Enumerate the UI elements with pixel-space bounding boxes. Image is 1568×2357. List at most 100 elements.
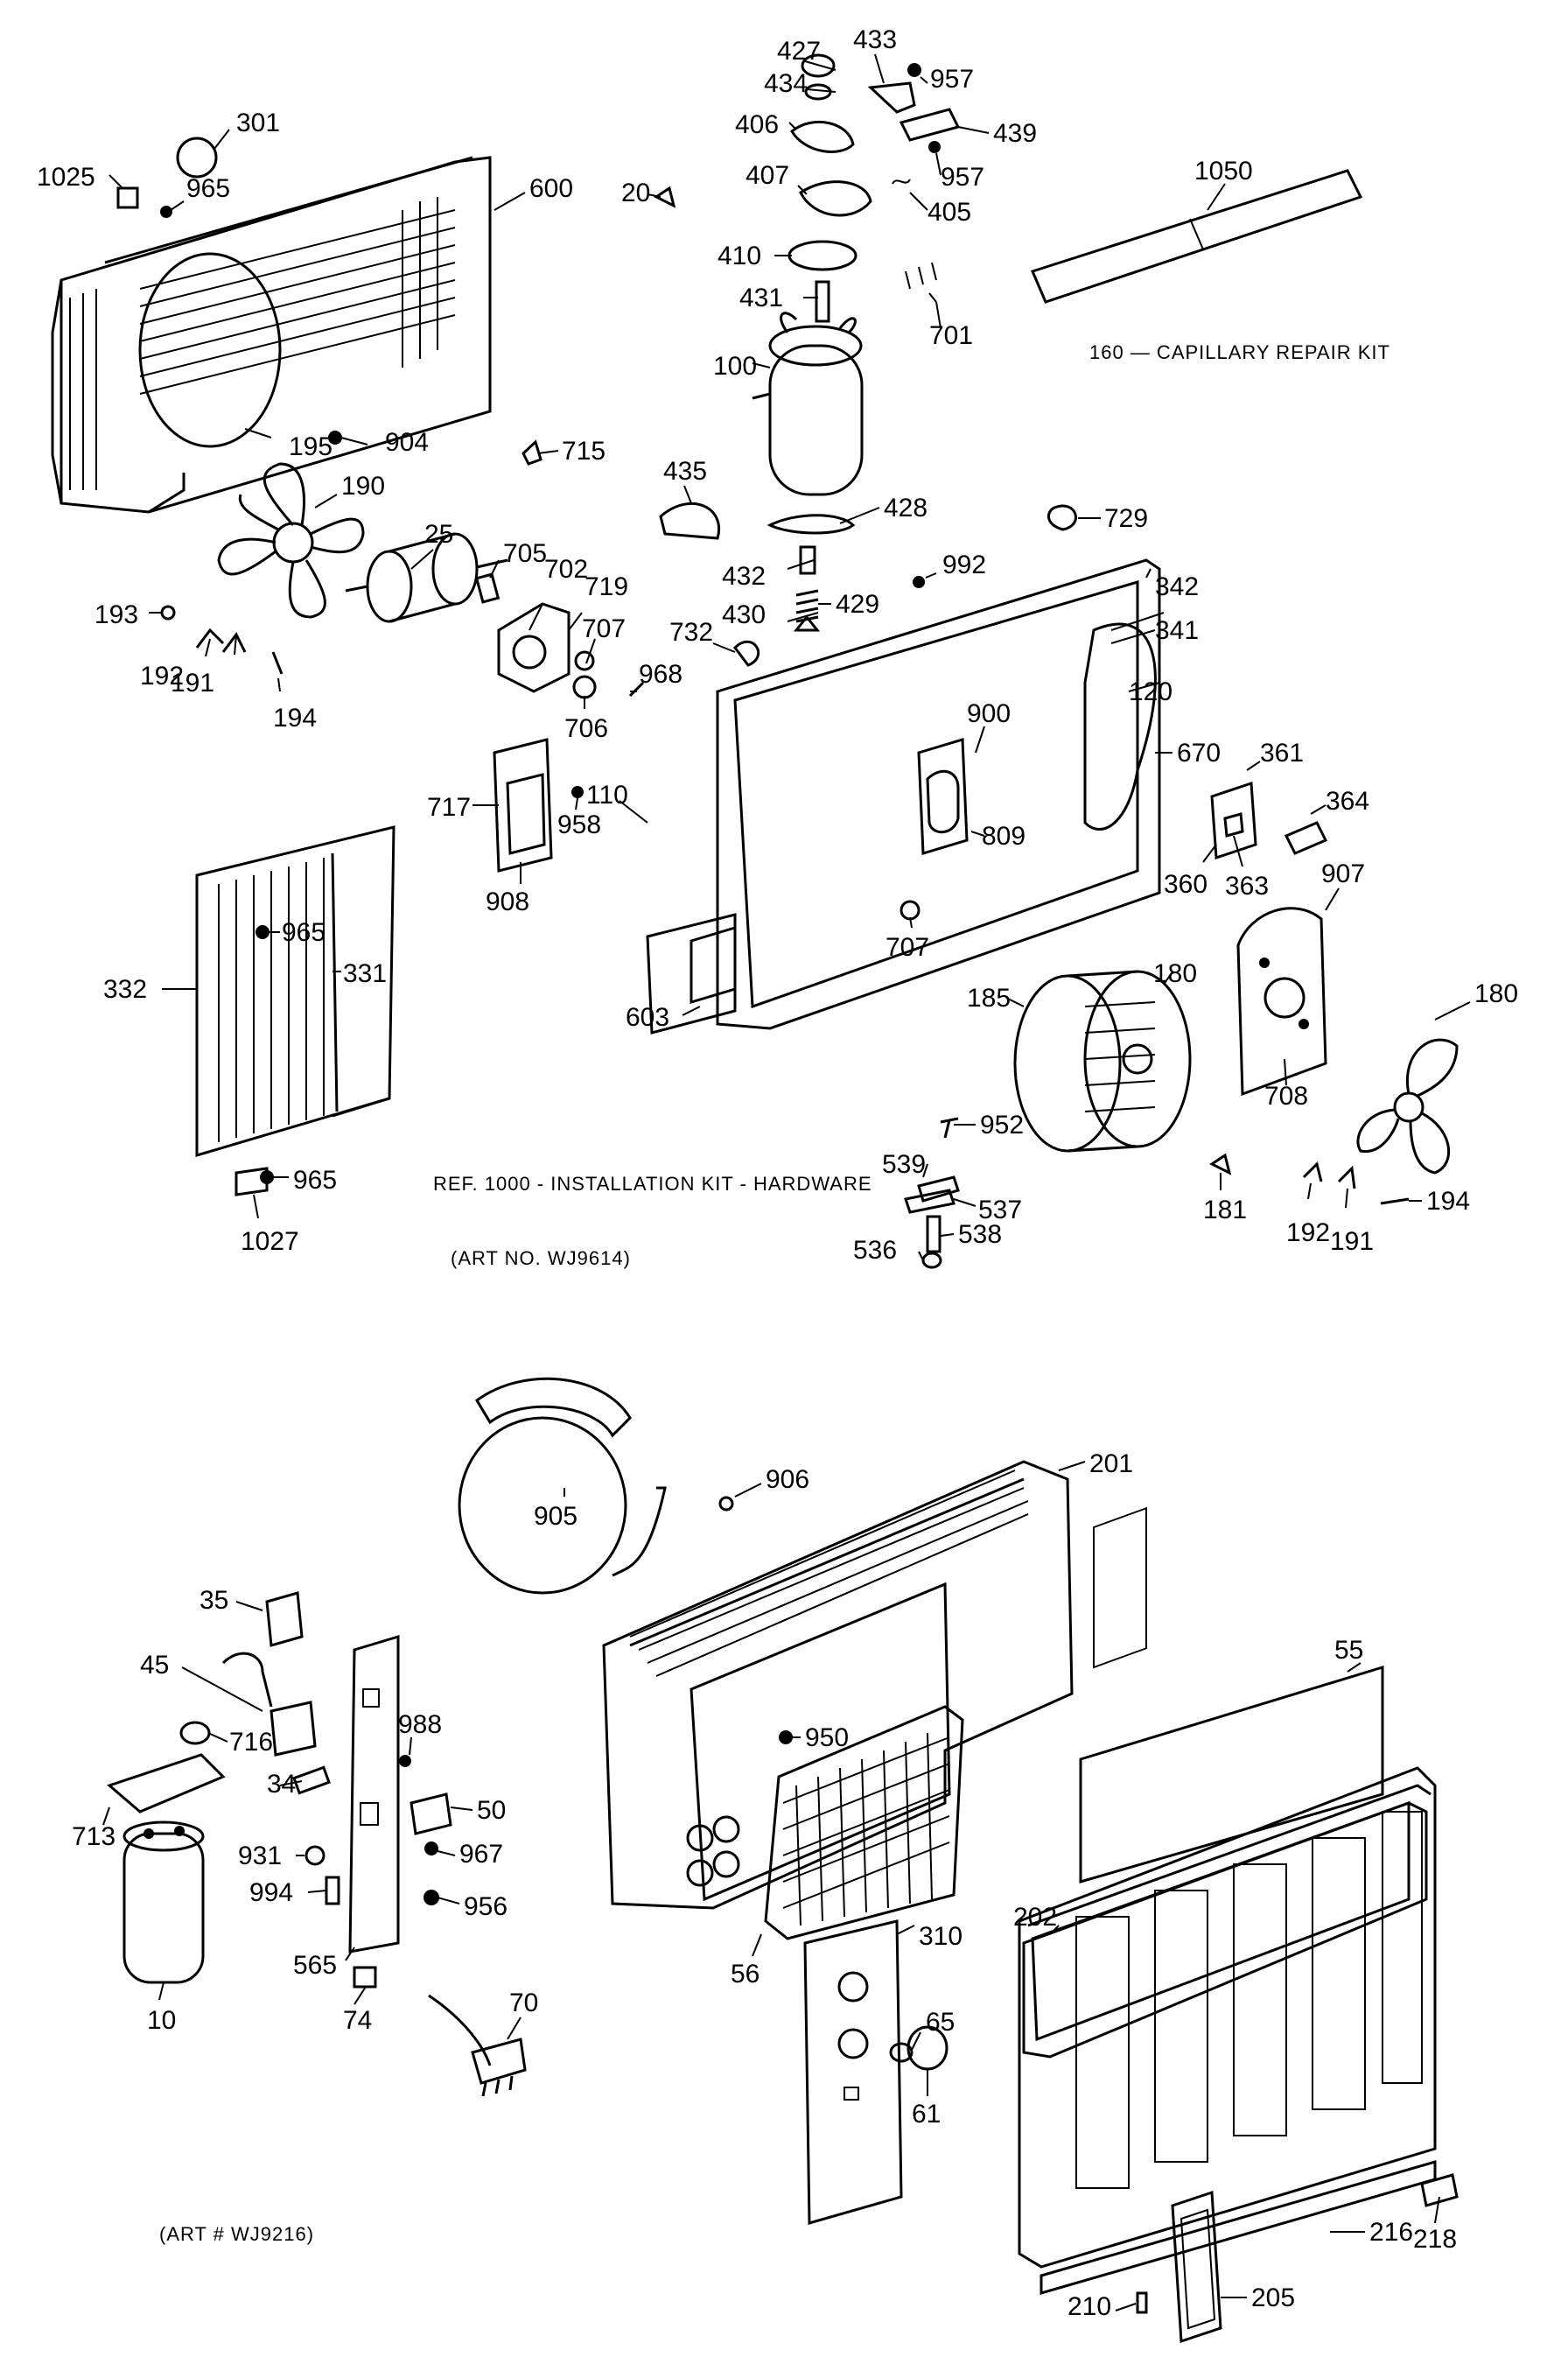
clip-193 [160, 605, 176, 621]
orifice-ring-905 [458, 1377, 667, 1595]
callout-600: 600 [529, 174, 573, 203]
callout-363: 363 [1225, 872, 1269, 901]
callout-670: 670 [1177, 739, 1221, 768]
callout-430: 430 [722, 600, 766, 629]
motor-mount-702 [497, 602, 570, 693]
clip-20 [654, 186, 676, 208]
base-pan-110 [646, 558, 1165, 1035]
callout-729: 729 [1104, 504, 1148, 533]
callout-407: 407 [746, 161, 789, 190]
callout-433: 433 [853, 25, 897, 54]
callout-191: 191 [171, 669, 214, 698]
art-number-top: (ART NO. WJ9614) [451, 1247, 631, 1269]
callout-364: 364 [1326, 787, 1369, 816]
callout-185: 185 [967, 984, 1011, 1013]
callout-907: 907 [1321, 859, 1365, 888]
callout-193: 193 [94, 600, 138, 629]
callout-908: 908 [486, 887, 529, 916]
callout-538: 538 [958, 1220, 1002, 1249]
plate-537 [904, 1189, 956, 1214]
callout-45: 45 [140, 1651, 169, 1680]
callout-956: 956 [464, 1892, 508, 1921]
callout-715: 715 [562, 437, 606, 466]
callout-702: 702 [544, 555, 588, 584]
callout-332: 332 [103, 975, 147, 1004]
callout-191b: 191 [1330, 1227, 1374, 1256]
clip-192b [1302, 1161, 1323, 1182]
callout-707b: 707 [886, 933, 929, 962]
bracket-433 [867, 81, 916, 114]
nut-716 [179, 1721, 211, 1745]
callout-952: 952 [980, 1111, 1024, 1140]
nut-707 [574, 650, 595, 671]
bolt-432 [799, 545, 816, 575]
callout-708: 708 [1264, 1082, 1308, 1111]
callout-50: 50 [477, 1796, 506, 1825]
callout-968: 968 [639, 660, 682, 689]
sleeve-705 [474, 572, 500, 604]
cover-407 [799, 180, 872, 217]
screw-194b [1380, 1197, 1410, 1205]
callout-310: 310 [919, 1922, 962, 1951]
shroud-907 [1236, 907, 1327, 1097]
callout-180: 180 [1153, 959, 1197, 988]
callout-216: 216 [1369, 2218, 1413, 2247]
callout-905: 905 [534, 1502, 578, 1531]
callout-931: 931 [238, 1841, 282, 1870]
screw-956 [424, 1890, 439, 1905]
callout-904: 904 [385, 428, 429, 457]
callout-34: 34 [267, 1770, 296, 1799]
callout-192: 192 [140, 662, 184, 691]
insulation-1050 [1030, 169, 1363, 304]
callout-55: 55 [1334, 1636, 1363, 1665]
callout-603: 603 [626, 1003, 669, 1032]
capacitor-34 [292, 1765, 331, 1795]
damper-908 [493, 738, 553, 873]
callout-194: 194 [273, 704, 317, 733]
callout-900: 900 [967, 699, 1011, 728]
callout-195: 195 [289, 432, 332, 461]
clip-191b [1337, 1165, 1356, 1189]
part-715 [522, 439, 542, 466]
callout-565: 565 [293, 1951, 337, 1980]
callout-809: 809 [982, 822, 1026, 851]
callout-537: 537 [978, 1196, 1022, 1224]
callout-1027: 1027 [241, 1227, 299, 1256]
callout-1050: 1050 [1194, 157, 1253, 186]
bottom-callout-labels: 906 201 905 35 55 45 950 988 716 34 50 7… [72, 1449, 1457, 2321]
clamp-729 [1046, 504, 1077, 531]
motor-25 [345, 532, 508, 623]
plate-717 [506, 773, 546, 855]
callout-110: 110 [586, 781, 628, 810]
callout-70: 70 [509, 1989, 538, 2017]
callout-181: 181 [1203, 1196, 1247, 1224]
callout-35: 35 [200, 1586, 228, 1615]
wires-701 [905, 262, 937, 303]
panel-55 [1079, 1665, 1384, 1883]
callout-719: 719 [584, 572, 628, 601]
callout-192b: 192 [1286, 1218, 1330, 1247]
fan-blade-180 [1356, 1038, 1459, 1175]
callout-180b: 180 [1474, 979, 1518, 1008]
screw-965 [160, 206, 172, 218]
control-bracket-565 [348, 1634, 400, 1954]
screw-957b [928, 141, 941, 153]
installation-kit-note: REF. 1000 - INSTALLATION KIT - HARDWARE [433, 1173, 872, 1195]
callout-405: 405 [928, 198, 971, 227]
switch-35 [265, 1591, 304, 1647]
screw-965b [256, 925, 270, 939]
bracket-439 [899, 108, 961, 142]
callout-427: 427 [777, 37, 821, 66]
callout-410: 410 [718, 242, 761, 270]
callout-958: 958 [557, 810, 601, 839]
clip-218 [1420, 2173, 1459, 2207]
callout-716: 716 [229, 1728, 273, 1757]
power-cord-70 [428, 1994, 527, 2097]
callout-210: 210 [1068, 2292, 1111, 2321]
callout-435: 435 [663, 457, 707, 486]
fan-blade-190 [217, 462, 365, 619]
cover-406 [790, 120, 855, 153]
plug-301 [176, 137, 218, 179]
bolt-538 [926, 1215, 942, 1253]
